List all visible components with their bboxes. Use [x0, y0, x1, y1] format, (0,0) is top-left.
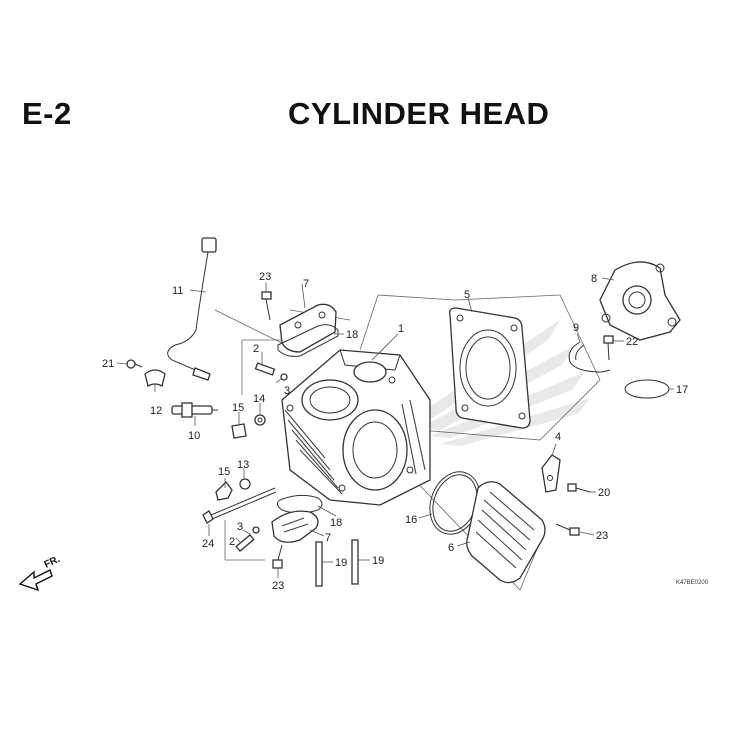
callout-7-bottom: 7	[325, 532, 331, 544]
page-title: CYLINDER HEAD	[288, 96, 550, 131]
callout-8: 8	[591, 273, 597, 285]
bolt-part-20	[567, 483, 591, 493]
cap-nut-part-15-bottom	[215, 481, 233, 501]
gasket-part-18-top	[277, 324, 339, 357]
washer-part-13	[239, 478, 251, 490]
cap-nut-part-15-top	[231, 423, 247, 439]
callout-22: 22	[626, 336, 638, 348]
callout-16: 16	[405, 514, 417, 526]
callout-23-right: 23	[596, 530, 608, 542]
callout-7-top: 7	[303, 278, 309, 290]
cylinder-head-part-1	[281, 349, 431, 506]
callout-19-right: 19	[372, 555, 384, 567]
callout-5: 5	[464, 289, 470, 301]
spark-plug-part-10	[171, 402, 218, 418]
bolt-part-21	[126, 359, 143, 369]
clamp-part-12	[144, 369, 166, 387]
gasket-part-18-bottom	[276, 494, 323, 514]
stud-part-19-right	[351, 539, 359, 585]
bracket-part-4	[541, 454, 561, 493]
gasket-plate-part-5	[448, 307, 531, 429]
side-cover-part-6	[466, 481, 546, 584]
callout-13: 13	[237, 459, 249, 471]
callout-18-top: 18	[346, 329, 358, 341]
callout-23-bottom: 23	[272, 580, 284, 592]
callout-20: 20	[598, 487, 610, 499]
reference-code: K47BE0200	[676, 580, 709, 586]
sensor-wire-part-11	[167, 237, 217, 381]
callout-21: 21	[102, 358, 114, 370]
callout-17: 17	[676, 384, 688, 396]
pin-parts-2-3-top	[254, 362, 288, 381]
callout-4: 4	[555, 431, 561, 443]
callout-9: 9	[573, 322, 579, 334]
washer-part-14	[254, 414, 266, 426]
front-label: FR.	[43, 554, 62, 571]
callout-6: 6	[448, 542, 454, 554]
callout-10: 10	[188, 430, 200, 442]
callout-11: 11	[172, 285, 183, 297]
clip-part-9	[568, 341, 611, 373]
callout-2-top: 2	[253, 343, 259, 355]
callout-19-left: 19	[335, 557, 347, 569]
callout-15-bottom: 15	[218, 466, 230, 478]
o-ring-part-17	[624, 379, 670, 399]
stud-bolt-part-24	[202, 487, 277, 524]
callout-23-top: 23	[259, 271, 271, 283]
callout-12: 12	[150, 405, 162, 417]
stud-part-19-left	[315, 541, 323, 587]
callout-2-bottom: 2	[229, 536, 235, 548]
cap-part-7-bottom	[271, 510, 319, 543]
front-direction-arrow: FR.	[18, 554, 62, 592]
bolt-part-23-top	[261, 291, 272, 321]
callout-24: 24	[202, 538, 214, 550]
callout-3-bottom: 3	[237, 521, 243, 533]
callout-18-bottom: 18	[330, 517, 342, 529]
callout-3-top: 3	[284, 385, 290, 397]
pin-parts-2-3-bottom	[235, 526, 260, 552]
arrow-icon	[18, 569, 53, 592]
section-code: E-2	[22, 96, 72, 131]
bolt-part-23-bottom	[272, 544, 283, 569]
housing-part-8	[599, 261, 681, 341]
cap-part-7-top	[279, 303, 337, 353]
callout-1: 1	[398, 323, 404, 335]
bolt-part-22	[603, 335, 614, 361]
leader-lines	[116, 277, 674, 578]
callout-14: 14	[253, 393, 265, 405]
bolt-part-23-right	[555, 523, 580, 536]
callout-15-top: 15	[232, 402, 244, 414]
